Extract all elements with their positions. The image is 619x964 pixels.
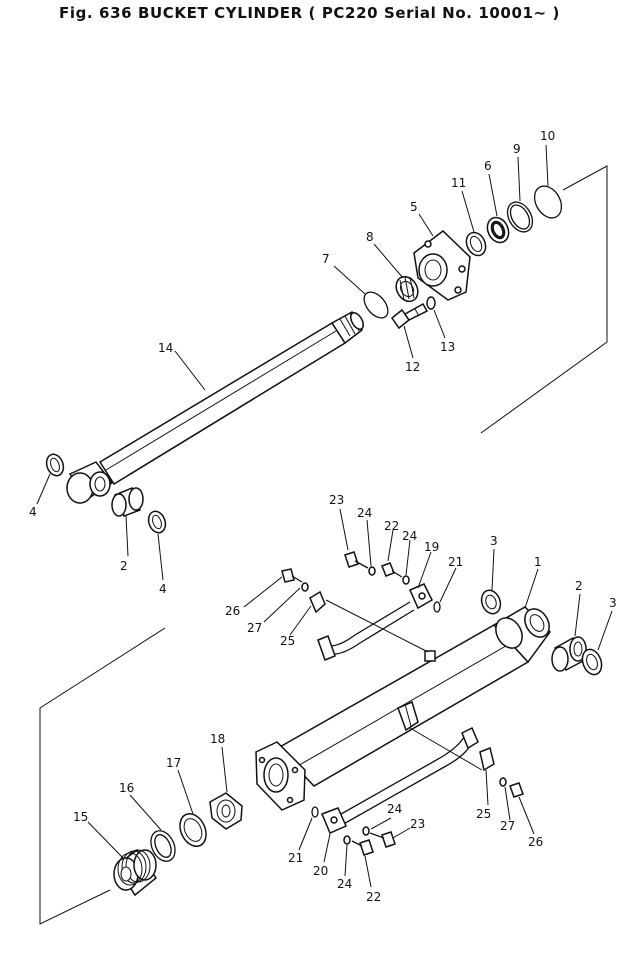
lower-pipe-line bbox=[333, 726, 483, 827]
wear-ring bbox=[179, 813, 207, 847]
piston-rod bbox=[98, 310, 364, 486]
callout-22-lower: 22 bbox=[366, 890, 381, 904]
dust-seal-ring-upper bbox=[45, 453, 65, 477]
rod-bushing bbox=[395, 275, 419, 303]
lower-bolt-22 bbox=[351, 839, 374, 856]
callout-1: 1 bbox=[534, 555, 542, 569]
callout-21-upper: 21 bbox=[448, 555, 463, 569]
cylinder-head bbox=[413, 230, 471, 301]
upper-clamp-bolt-26 bbox=[281, 568, 303, 583]
rod-packing bbox=[486, 216, 510, 244]
piston bbox=[113, 848, 158, 897]
buffer-ring bbox=[465, 231, 487, 257]
upper-bolt-23 bbox=[344, 551, 369, 569]
upper-flange-block bbox=[409, 583, 433, 610]
callout-4-lower: 4 bbox=[159, 582, 167, 596]
callout-25-upper: 25 bbox=[280, 634, 295, 648]
lower-clamp-washer-27 bbox=[499, 777, 507, 787]
piston-nut bbox=[209, 792, 243, 830]
upper-washer-24a bbox=[368, 566, 376, 576]
dust-seal-bottom-left bbox=[480, 589, 502, 615]
upper-group-frame bbox=[480, 165, 608, 434]
callout-15: 15 bbox=[73, 810, 88, 824]
callout-12: 12 bbox=[405, 360, 420, 374]
callout-24-lower-a: 24 bbox=[337, 877, 352, 891]
callout-numbers: 10 9 6 11 5 8 7 12 13 14 4 2 4 23 24 22 … bbox=[29, 129, 617, 904]
callout-24-lower-b: 24 bbox=[387, 802, 402, 816]
callout-26-lower: 26 bbox=[528, 835, 543, 849]
callout-23-upper: 23 bbox=[329, 493, 344, 507]
callout-19: 19 bbox=[424, 540, 439, 554]
lower-bolt-23 bbox=[369, 831, 396, 848]
rod-eye bbox=[66, 461, 114, 504]
piston-ring bbox=[150, 830, 176, 862]
callout-6: 6 bbox=[484, 159, 492, 173]
callout-16: 16 bbox=[119, 781, 134, 795]
callout-2-bottom: 2 bbox=[575, 579, 583, 593]
callout-3-left: 3 bbox=[490, 534, 498, 548]
callout-8: 8 bbox=[366, 230, 374, 244]
dust-seal-ring-lower bbox=[147, 510, 167, 534]
callout-22-upper: 22 bbox=[384, 519, 399, 533]
tube-flange bbox=[255, 741, 306, 811]
callout-18: 18 bbox=[210, 732, 225, 746]
callout-11: 11 bbox=[451, 176, 466, 190]
callout-7: 7 bbox=[322, 252, 330, 266]
snap-ring bbox=[363, 291, 389, 319]
upper-pipe-line bbox=[317, 601, 415, 661]
lower-washer-24a bbox=[362, 826, 370, 836]
head-washer bbox=[426, 296, 436, 310]
upper-clamp bbox=[309, 590, 429, 653]
lower-washer-24b bbox=[343, 835, 351, 845]
o-ring-upper bbox=[433, 601, 441, 613]
callout-24-upper-a: 24 bbox=[357, 506, 372, 520]
callout-9: 9 bbox=[513, 142, 521, 156]
callout-13: 13 bbox=[440, 340, 455, 354]
leader-lines bbox=[36, 144, 613, 888]
o-ring bbox=[533, 185, 563, 219]
callout-4-upper: 4 bbox=[29, 505, 37, 519]
head-bolt bbox=[390, 302, 429, 330]
dust-seal-bottom-right bbox=[581, 648, 603, 676]
upper-washer-24b bbox=[402, 575, 410, 585]
callout-10: 10 bbox=[540, 129, 555, 143]
upper-clamp-washer-27 bbox=[301, 582, 309, 592]
callout-3-right: 3 bbox=[609, 596, 617, 610]
callout-17: 17 bbox=[166, 756, 181, 770]
cylinder-tube bbox=[276, 624, 530, 787]
figure-title: Fig. 636 BUCKET CYLINDER ( PC220 Serial … bbox=[59, 4, 560, 22]
callout-20: 20 bbox=[313, 864, 328, 878]
callout-14: 14 bbox=[158, 341, 173, 355]
callout-24-upper-b: 24 bbox=[402, 529, 417, 543]
backup-ring bbox=[506, 201, 534, 233]
callout-21-lower: 21 bbox=[288, 851, 303, 865]
callout-26-upper: 26 bbox=[225, 604, 240, 618]
tube-bottom-eye bbox=[492, 606, 551, 664]
lower-group-frame bbox=[39, 627, 166, 925]
callout-23-lower: 23 bbox=[410, 817, 425, 831]
lower-clamp bbox=[479, 746, 495, 772]
callout-2-upper: 2 bbox=[120, 559, 128, 573]
callout-5: 5 bbox=[410, 200, 418, 214]
o-ring-lower bbox=[311, 806, 319, 818]
bushing-bottom bbox=[551, 636, 587, 672]
lower-clamp-bolt-26 bbox=[509, 782, 524, 798]
callout-25-lower: 25 bbox=[476, 807, 491, 821]
bushing-upper bbox=[111, 487, 144, 517]
lower-flange-block bbox=[321, 807, 347, 834]
callout-27-lower: 27 bbox=[500, 819, 515, 833]
upper-bolt-22 bbox=[381, 562, 403, 578]
callout-27-upper: 27 bbox=[247, 621, 262, 635]
